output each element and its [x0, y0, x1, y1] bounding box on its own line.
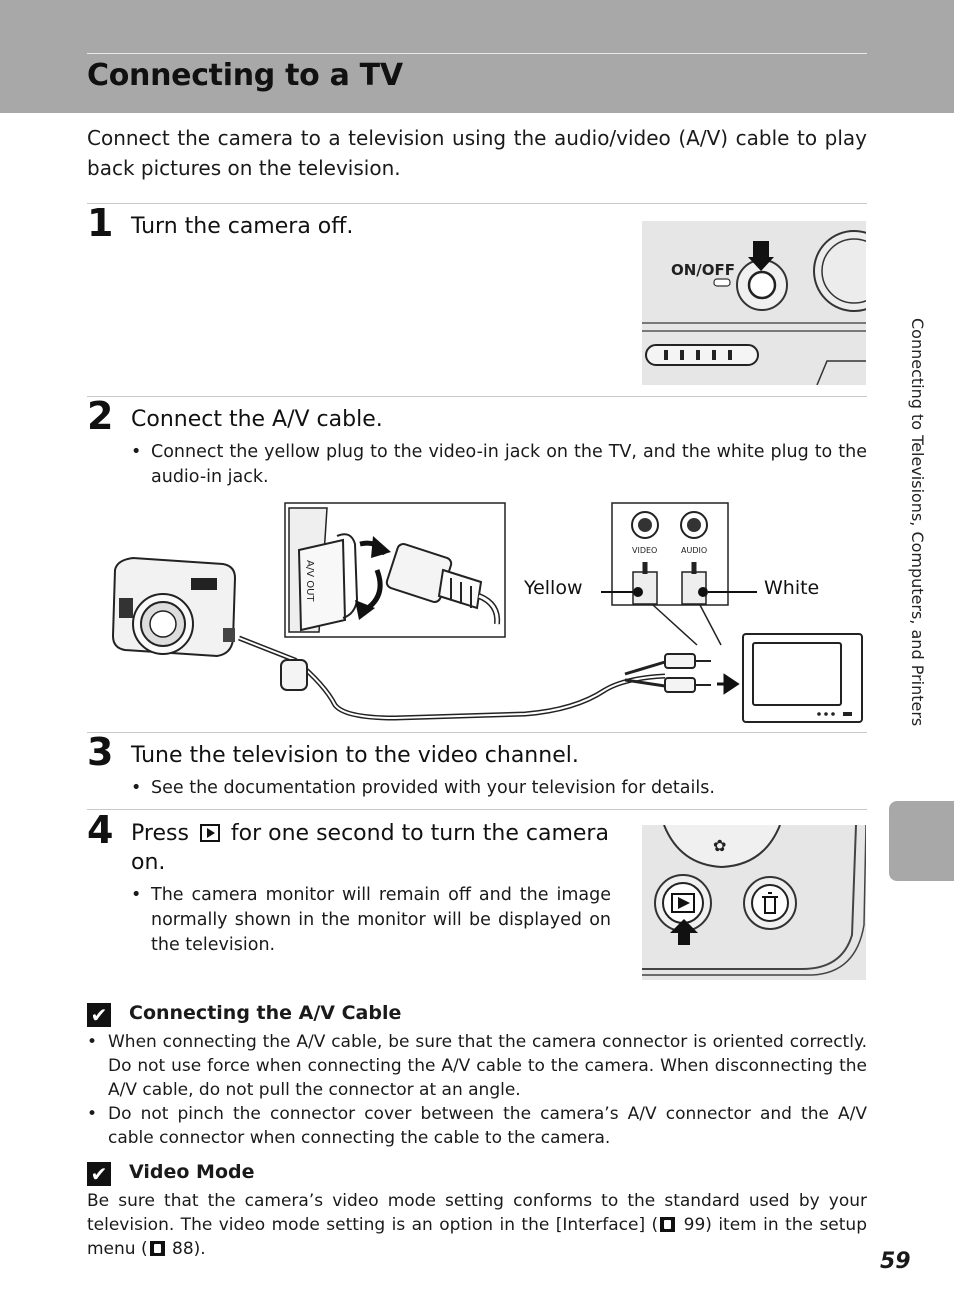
- bullet-dot: •: [87, 1032, 98, 1052]
- step-4-title: Press for one second to turn the camera …: [131, 819, 613, 877]
- page-number: 59: [880, 1249, 911, 1274]
- video-mode-paragraph: Be sure that the camera’s video mode set…: [87, 1189, 867, 1261]
- note-bullet: • When connecting the A/V cable, be sure…: [87, 1030, 867, 1102]
- checkmark-icon: ✔: [87, 1162, 111, 1186]
- note-heading-text: Video Mode: [129, 1161, 255, 1183]
- step-4-bullet: • The camera monitor will remain off and…: [131, 883, 611, 958]
- header-band: [0, 0, 954, 113]
- camera-illustration: [111, 556, 237, 658]
- step-3-title: Tune the television to the video channel…: [131, 743, 579, 768]
- page-title: Connecting to a TV: [87, 58, 403, 93]
- bullet-dot: •: [131, 885, 142, 905]
- step-2-number: 2: [87, 394, 114, 438]
- audio-jack-label: AUDIO: [681, 546, 707, 555]
- step-4-bullet-text: The camera monitor will remain off and t…: [151, 885, 611, 955]
- step-3-bullet-text: See the documentation provided with your…: [151, 778, 715, 798]
- onoff-label: ON/OFF: [671, 261, 735, 279]
- camera-playback-illustration: ✿: [642, 825, 866, 980]
- side-section-label: Connecting to Televisions, Computers, an…: [908, 318, 927, 727]
- av-connection-diagram: A/V OUT VIDEO AUDIO Yellow White: [111, 502, 863, 723]
- side-tab-marker: [889, 801, 954, 881]
- playback-icon: [199, 824, 220, 842]
- step-1-title: Turn the camera off.: [131, 214, 354, 239]
- step-2-bullet-text: Connect the yellow plug to the video-in …: [151, 442, 867, 487]
- page-ref-icon: [149, 1241, 165, 1256]
- note-heading-text: Connecting the A/V Cable: [129, 1002, 402, 1024]
- svg-text:✿: ✿: [713, 836, 726, 855]
- header-rule: [87, 53, 867, 54]
- checkmark-icon: ✔: [87, 1003, 111, 1027]
- step-4-title-suffix: for one second to turn the camera on.: [131, 821, 609, 875]
- note-heading-av-cable: ✔ Connecting the A/V Cable: [87, 1002, 401, 1027]
- white-label: White: [764, 577, 819, 599]
- divider: [87, 732, 867, 733]
- step-3-number: 3: [87, 730, 114, 774]
- note-heading-video-mode: ✔ Video Mode: [87, 1161, 255, 1186]
- tv-illustration: [742, 633, 863, 723]
- note-bullet-text: Do not pinch the connector cover between…: [108, 1104, 867, 1148]
- bullet-dot: •: [131, 778, 142, 798]
- intro-paragraph: Connect the camera to a television using…: [87, 126, 867, 180]
- divider: [87, 203, 867, 204]
- step-3-bullet: • See the documentation provided with yo…: [131, 776, 867, 801]
- video-mode-text: ).: [193, 1239, 206, 1259]
- step-1-number: 1: [87, 201, 114, 245]
- step-2-title: Connect the A/V cable.: [131, 407, 383, 432]
- yellow-label: Yellow: [523, 577, 583, 599]
- av-out-label: A/V OUT: [304, 560, 315, 602]
- video-jack-label: VIDEO: [632, 546, 657, 555]
- step-2-bullet: • Connect the yellow plug to the video-i…: [131, 440, 867, 490]
- video-mode-text: Be sure that the camera’s video mode set…: [87, 1191, 867, 1235]
- video-mode-text: ) item in the setup menu (: [87, 1215, 867, 1259]
- note-bullet-text: When connecting the A/V cable, be sure t…: [108, 1032, 867, 1100]
- page-ref-icon: [660, 1217, 676, 1232]
- note-bullet: • Do not pinch the connector cover betwe…: [87, 1102, 867, 1150]
- divider: [87, 396, 867, 397]
- page-ref-number[interactable]: 99: [683, 1215, 706, 1235]
- divider: [87, 809, 867, 810]
- bullet-dot: •: [131, 442, 142, 462]
- page-ref-number[interactable]: 88: [172, 1239, 194, 1259]
- bullet-dot: •: [87, 1104, 98, 1124]
- step-4-number: 4: [87, 808, 114, 852]
- camera-onoff-illustration: ON/OFF: [642, 221, 866, 385]
- step-4-title-prefix: Press: [131, 821, 189, 846]
